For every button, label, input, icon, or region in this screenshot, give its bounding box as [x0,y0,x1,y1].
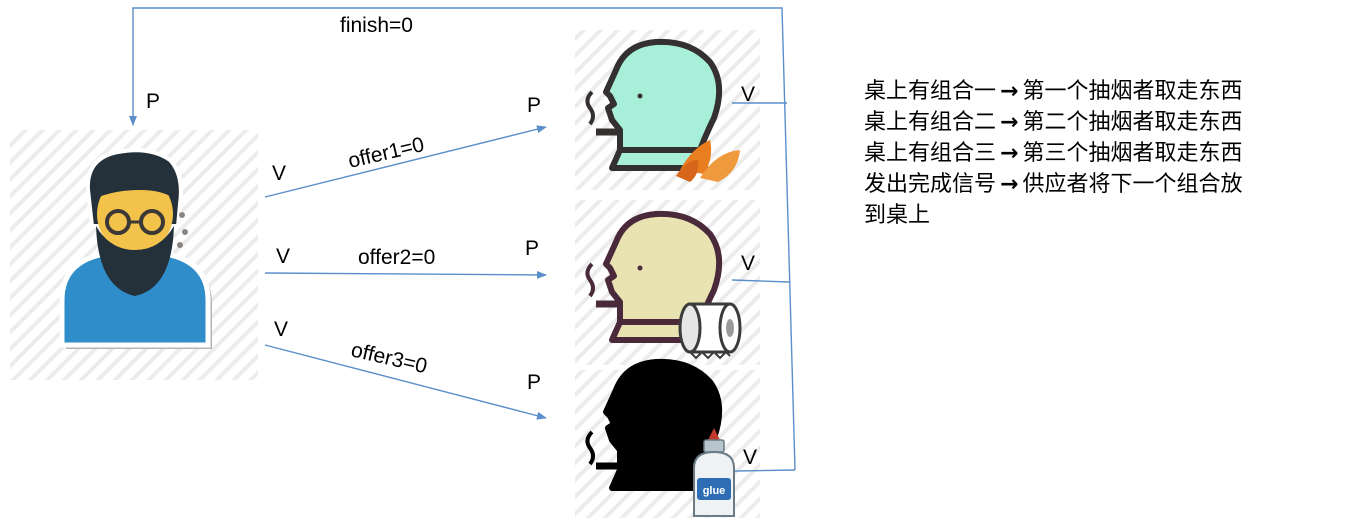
smoker1-head-icon [585,38,740,182]
smoker2-head-icon [585,210,742,360]
note-line-5: 到桌上 [864,200,1364,231]
note-action: 第一个抽烟者取走东西 [1022,79,1243,104]
note-condition: 桌上有组合一 [864,79,997,104]
explanation-notes: 桌上有组合一→第一个抽烟者取走东西 桌上有组合二→第二个抽烟者取走东西 桌上有组… [864,76,1364,231]
note-condition: 桌上有组合二 [864,110,997,135]
smoker2-v-label: V [741,252,755,275]
note-action: 第三个抽烟者取走东西 [1022,141,1243,166]
v-tick-smoker2 [731,279,790,283]
note-line-4: 发出完成信号→供应者将下一个组合放 [864,169,1364,200]
smoker1-v-label: V [741,83,755,106]
smoker3-head-icon: glue [585,358,735,517]
smoker1-p-label: P [527,94,541,117]
note-tail: 到桌上 [864,203,931,228]
offer1-v-label: V [272,162,286,185]
arrow-icon: → [1000,172,1019,197]
arrow-icon: → [1000,79,1019,104]
finish-label: finish=0 [340,14,413,37]
offer3-label: offer3=0 [349,338,429,378]
glue-bottle-icon: glue [693,428,735,517]
note-condition: 桌上有组合三 [864,141,997,166]
note-line-2: 桌上有组合二→第二个抽烟者取走东西 [864,107,1364,138]
smoker3-v-label: V [743,446,757,469]
offer2-label: offer2=0 [358,246,435,269]
note-action: 供应者将下一个组合放 [1022,172,1243,197]
smoker3-p-label: P [527,371,541,394]
offer1-arrow [264,125,547,198]
finish-line [129,7,796,471]
note-action: 第二个抽烟者取走东西 [1022,110,1243,135]
note-line-3: 桌上有组合三→第三个抽烟者取走东西 [864,138,1364,169]
offer3-v-label: V [274,318,288,341]
v-tick-smoker3 [734,469,796,472]
note-line-1: 桌上有组合一→第一个抽烟者取走东西 [864,76,1364,107]
glue-label: glue [703,485,726,497]
smoker2-p-label: P [525,237,539,260]
paper-roll-icon [678,302,742,360]
supplier-p-label: P [146,90,160,113]
note-condition: 发出完成信号 [864,172,997,197]
offer2-v-label: V [276,245,290,268]
arrow-icon: → [1000,110,1019,135]
offer2-arrow [264,270,547,279]
supplier-avatar-icon [59,148,212,349]
arrow-icon: → [1000,141,1019,166]
offer3-arrow [264,344,547,420]
